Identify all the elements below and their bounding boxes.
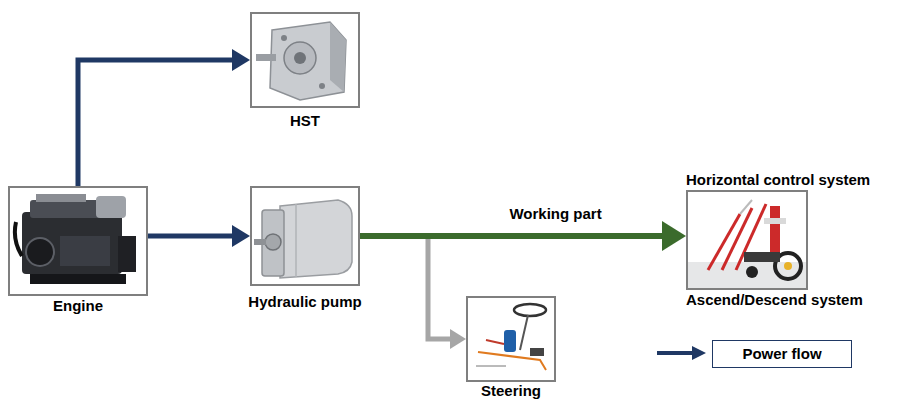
node-label: Horizontal control system	[686, 171, 870, 189]
steering-arrow	[360, 236, 466, 349]
node-label: Ascend/Descend system	[686, 291, 863, 309]
legend-line-sample	[657, 346, 706, 360]
hst-box: HST	[250, 12, 360, 108]
node-label: Hydraulic pump	[248, 293, 361, 311]
node-label: Steering	[481, 382, 541, 400]
legend-box: Power flow	[712, 340, 852, 368]
arrowhead	[450, 329, 466, 349]
legend-text: Power flow	[713, 341, 851, 366]
engine-box: Engine	[8, 186, 148, 296]
lifting-system-illustration	[688, 200, 806, 288]
node-label: HST	[290, 112, 320, 130]
hst-illustration	[256, 22, 346, 100]
engine-illustration	[15, 194, 136, 284]
arrowhead	[662, 221, 686, 251]
steering-box: Steering	[466, 296, 556, 382]
arrowhead	[232, 49, 250, 71]
node-label: Engine	[53, 297, 103, 315]
working-part-arrow	[360, 221, 686, 251]
arrowhead	[232, 225, 250, 247]
steering-illustration	[476, 304, 546, 370]
connector-line	[360, 233, 664, 239]
pump-illustration	[254, 200, 352, 278]
edge-label: Working part	[506, 205, 604, 223]
power-arrow	[148, 225, 250, 247]
connector-line	[148, 234, 234, 239]
power-arrow	[78, 49, 250, 186]
lifting-box: Horizontal control systemAscend/Descend …	[686, 190, 808, 290]
connector-line	[78, 60, 234, 186]
pump-box: Hydraulic pump	[250, 186, 360, 286]
connector-line	[360, 236, 452, 339]
